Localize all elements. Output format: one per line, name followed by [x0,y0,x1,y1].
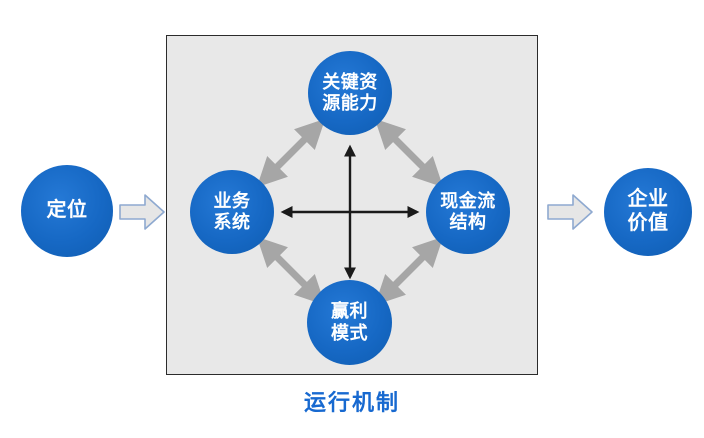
node-key-resource-capability-line2: 源能力 [322,93,378,113]
node-profit-model[interactable]: 赢利 模式 [307,280,392,365]
node-key-resource-capability[interactable]: 关键资 源能力 [308,51,392,135]
node-business-system-line1: 业务 [213,190,251,211]
node-enterprise-value-line1: 企业 [627,188,669,211]
node-enterprise-value-line2: 价值 [627,212,669,234]
node-cash-flow-structure[interactable]: 现金流 结构 [426,170,510,254]
node-cash-flow-structure-line2: 结构 [449,212,487,232]
node-key-resource-capability-line1: 关键资 [322,71,378,92]
node-profit-model-line2: 模式 [331,322,368,343]
block-arrow-right-icon-input [119,194,165,230]
node-enterprise-value[interactable]: 企业 价值 [604,168,692,256]
node-profit-model-line1: 赢利 [331,301,368,322]
node-business-system-line2: 系统 [213,212,251,232]
node-cash-flow-structure-line1: 现金流 [440,190,496,211]
node-positioning[interactable]: 定位 [21,165,113,257]
node-positioning-label: 定位 [46,199,88,222]
node-business-system[interactable]: 业务 系统 [190,170,274,254]
mechanism-caption: 运行机制 [303,390,400,415]
block-arrow-right-icon-output [547,194,593,230]
